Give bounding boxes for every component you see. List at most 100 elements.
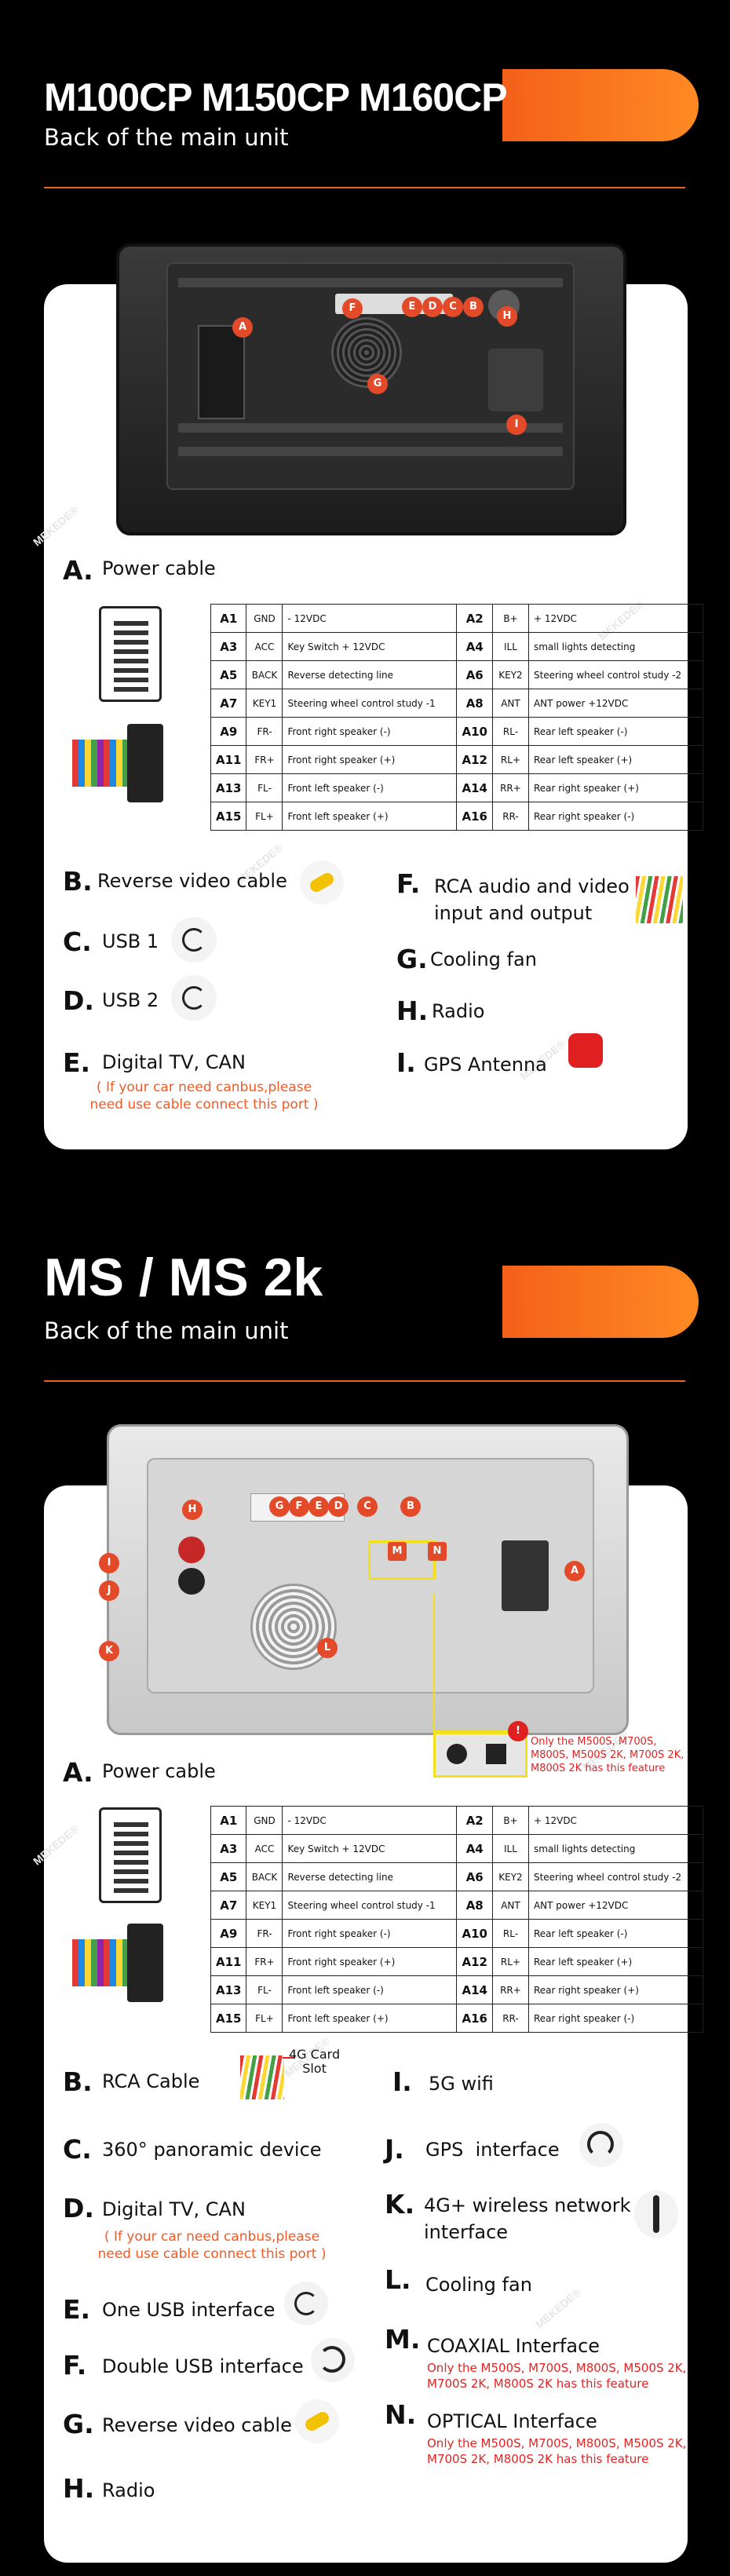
- sd-slot-label: 4G Card Slot: [289, 2047, 341, 2076]
- item-letter: N.: [385, 2399, 417, 2430]
- item-letter: A.: [63, 555, 93, 586]
- section1-header: M100CP M150CP M160CP Back of the main un…: [0, 0, 730, 204]
- watermark: MEKEDE®: [31, 1822, 82, 1868]
- warning-badge: !: [508, 1721, 528, 1741]
- unit-tag: H: [182, 1500, 203, 1520]
- unit-tag: I: [506, 415, 527, 435]
- unit-tag: F: [342, 298, 363, 319]
- section1-subtitle: Back of the main unit: [44, 124, 289, 151]
- double-usb-icon: [311, 2338, 355, 2382]
- 4g-cable-icon: [634, 2191, 678, 2238]
- item-label: COAXIAL Interface: [427, 2335, 600, 2357]
- inset-note: Only the M500S, M700S, M800S, M500S 2K, …: [531, 1736, 684, 1774]
- unit-tag: E: [308, 1496, 329, 1517]
- accent-pill: [502, 1266, 699, 1338]
- divider: [44, 187, 685, 188]
- item-letter: J.: [385, 2134, 404, 2165]
- watermark: MEKEDE®: [31, 503, 82, 549]
- unit-tag: N: [428, 1542, 447, 1561]
- power-harness-icon: [72, 716, 165, 810]
- accent-pill: [502, 69, 699, 141]
- unit-tag: A: [232, 317, 253, 338]
- item-letter: F.: [396, 868, 421, 899]
- unit-tag: F: [289, 1496, 309, 1517]
- item-letter: M.: [385, 2324, 421, 2355]
- rca-bundle-icon: [633, 868, 686, 931]
- feature-note: Only the M500S, M700S, M800S, M500S 2K, …: [427, 2361, 687, 2391]
- unit-tag: D: [328, 1496, 349, 1517]
- canbus-note: ( If your car need canbus,please need us…: [97, 2229, 327, 2262]
- unit-tag: B: [463, 297, 484, 317]
- unit-tag: A: [564, 1561, 585, 1581]
- power-harness-icon: [72, 1916, 165, 2010]
- plug-pinout-icon: [99, 1807, 162, 1903]
- item-letter: L.: [385, 2264, 411, 2295]
- unit-tag: E: [402, 297, 422, 317]
- item-label: USB 2: [102, 989, 159, 1011]
- item-letter: K.: [385, 2189, 415, 2220]
- unit-tag: I: [99, 1553, 119, 1573]
- feature-note: Only the M500S, M700S, M800S, M500S 2K, …: [427, 2436, 687, 2466]
- item-label: Reverse video cable: [102, 2414, 292, 2436]
- item-letter: H.: [396, 996, 429, 1026]
- callout-line: [283, 2057, 295, 2059]
- rca-bundle-icon: [235, 2049, 290, 2104]
- item-letter: B.: [63, 866, 93, 897]
- item-label: RCA audio and video input and output: [434, 875, 630, 924]
- unit-tag: H: [497, 306, 517, 327]
- item-letter: A.: [63, 1757, 93, 1788]
- canbus-note: ( If your car need canbus,please need us…: [89, 1080, 319, 1113]
- yellow-rca-icon: [300, 860, 344, 904]
- unit-tag: C: [357, 1496, 378, 1517]
- usb-cable-icon: [171, 917, 217, 963]
- item-letter: G.: [396, 944, 428, 974]
- power-cable-label: Power cable: [102, 1760, 216, 1782]
- plug-pinout-icon: [99, 606, 162, 702]
- unit-tag: C: [443, 297, 463, 317]
- item-label: OPTICAL Interface: [427, 2410, 597, 2432]
- section2-title: MS / MS 2k: [44, 1248, 323, 1307]
- main-unit-back-photo: [107, 1424, 629, 1735]
- callout-line: [433, 1594, 435, 1731]
- item-letter: C.: [63, 926, 92, 957]
- usb-cable-icon: [171, 975, 217, 1021]
- item-label: Radio: [432, 1000, 485, 1022]
- item-label: USB 1: [102, 930, 159, 952]
- item-letter: G.: [63, 2409, 94, 2439]
- section1-title: M100CP M150CP M160CP: [44, 75, 508, 119]
- unit-tag: G: [367, 374, 388, 394]
- item-letter: F.: [63, 2350, 87, 2381]
- item-label: RCA Cable: [102, 2070, 200, 2092]
- item-label: Double USB interface: [102, 2355, 304, 2377]
- item-letter: I.: [392, 2066, 412, 2097]
- item-label: GPS Antenna: [424, 1054, 547, 1076]
- gps-antenna-icon: [568, 1033, 603, 1068]
- unit-tag: L: [317, 1638, 338, 1658]
- divider: [44, 1380, 685, 1382]
- item-label: Radio: [102, 2479, 155, 2501]
- unit-tag: B: [400, 1496, 421, 1517]
- item-label: Digital TV, CAN: [102, 1051, 246, 1073]
- power-cable-label: Power cable: [102, 557, 216, 579]
- unit-tag: K: [99, 1641, 119, 1661]
- item-label: 5G wifi: [429, 2073, 494, 2095]
- item-letter: H.: [63, 2473, 95, 2504]
- unit-tag: M: [388, 1542, 407, 1561]
- item-letter: E.: [63, 1047, 91, 1078]
- item-letter: C.: [63, 2134, 92, 2165]
- item-label: 4G+ wireless network interface: [424, 2194, 631, 2243]
- section2-subtitle: Back of the main unit: [44, 1317, 289, 1344]
- yellow-rca-icon: [295, 2399, 339, 2443]
